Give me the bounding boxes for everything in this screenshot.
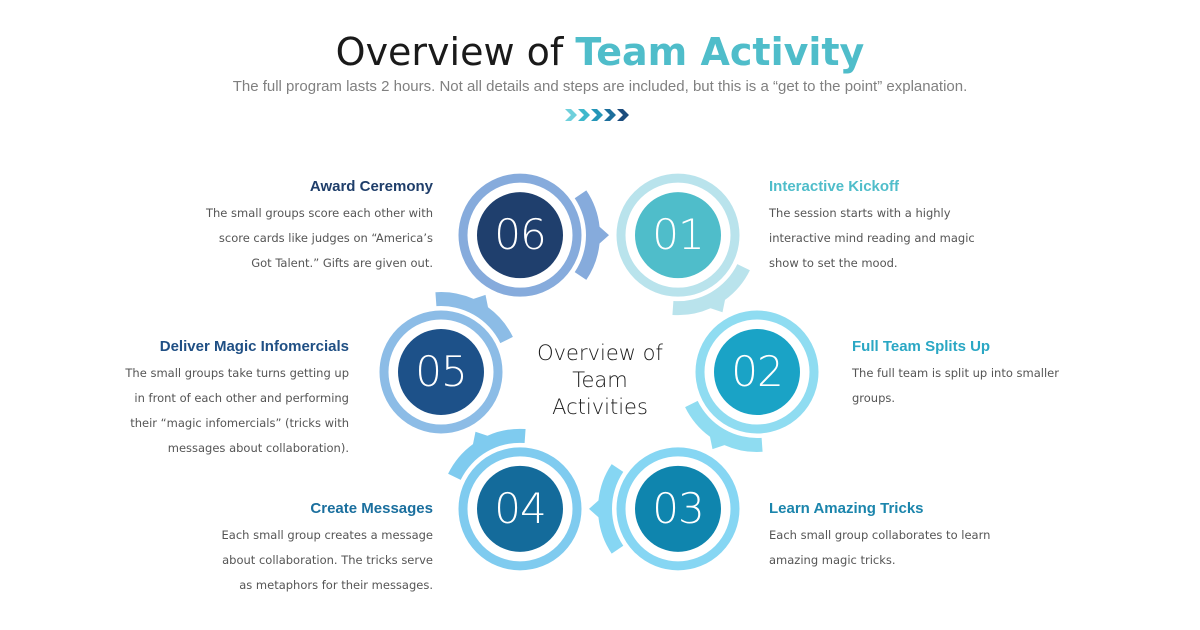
step-body-line: as metaphors for their messages. <box>239 578 433 592</box>
step-body-line: score cards like judges on “America’s <box>218 231 433 245</box>
step-body-line: groups. <box>852 391 896 405</box>
step-body: The small groups take turns getting up i… <box>49 361 349 461</box>
center-label: Overview of Team Activities <box>525 340 675 421</box>
arrow-arc-icon <box>685 400 763 452</box>
step-02-full-team-splits-up: Full Team Splits Up The full team is spl… <box>852 338 1152 411</box>
step-title: Deliver Magic Infomercials <box>159 338 349 355</box>
step-03-learn-amazing-tricks: Learn Amazing Tricks Each small group co… <box>769 500 1069 573</box>
step-body-line: interactive mind reading and magic <box>769 231 975 245</box>
step-number-06: 06 <box>494 210 546 260</box>
step-title: Create Messages <box>310 500 433 517</box>
arrow-arc-icon <box>589 464 624 554</box>
step-body-line: messages about collaboration). <box>167 441 349 455</box>
center-label-line: Overview of <box>537 341 663 365</box>
step-body-line: show to set the mood. <box>769 256 898 270</box>
step-number-02: 02 <box>731 347 783 396</box>
step-number-05: 05 <box>415 347 467 396</box>
step-body-line: Each small group creates a message <box>221 528 433 542</box>
step-title: Award Ceremony <box>309 178 433 195</box>
arrow-arc-icon <box>672 264 750 316</box>
arrow-arc-icon <box>448 428 526 480</box>
step-number-03: 03 <box>652 483 704 533</box>
step-body-line: their “magic infomercials” (tricks with <box>130 416 349 430</box>
step-title: Full Team Splits Up <box>852 338 991 355</box>
step-body: The small groups score each other with s… <box>133 201 433 276</box>
step-number-01: 01 <box>652 210 704 260</box>
step-body-line: about collaboration. The tricks serve <box>222 553 433 567</box>
step-body-line: amazing magic tricks. <box>769 553 896 567</box>
subtitle: The full program lasts 2 hours. Not all … <box>232 78 968 95</box>
step-05-deliver-magic-infomercials: Deliver Magic Infomercials The small gro… <box>49 338 349 461</box>
step-body: Each small group collaborates to learn a… <box>769 523 1069 573</box>
step-body: Each small group creates a message about… <box>133 523 433 598</box>
center-label-line: Team <box>572 368 628 392</box>
step-body: The full team is split up into smaller g… <box>852 361 1152 411</box>
step-body-line: Each small group collaborates to learn <box>769 528 991 542</box>
page-title: Overview of Team Activity <box>0 30 1200 74</box>
step-body-line: The session starts with a highly <box>769 206 951 220</box>
step-body: The session starts with a highly interac… <box>769 201 1069 276</box>
step-body-line: The full team is split up into smaller <box>852 366 1059 380</box>
arrow-arc-icon <box>574 190 609 280</box>
title-prefix: Overview of <box>335 30 576 74</box>
step-body-line: in front of each other and performing <box>134 391 349 405</box>
step-body-line: The small groups take turns getting up <box>125 366 349 380</box>
step-01-interactive-kickoff: Interactive Kickoff The session starts w… <box>769 178 1069 276</box>
step-title: Interactive Kickoff <box>769 178 900 195</box>
step-body-line: Got Talent.” Gifts are given out. <box>251 256 433 270</box>
step-06-award-ceremony: Award Ceremony The small groups score ea… <box>133 178 433 276</box>
title-accent: Team Activity <box>575 30 865 74</box>
step-number-04: 04 <box>494 483 546 533</box>
chevrons-right-icon <box>565 109 629 121</box>
step-title: Learn Amazing Tricks <box>769 500 924 517</box>
arrow-arc-icon <box>435 292 513 344</box>
step-body-line: The small groups score each other with <box>205 206 433 220</box>
center-label-line: Activities <box>552 395 648 419</box>
step-04-create-messages: Create Messages Each small group creates… <box>133 500 433 598</box>
